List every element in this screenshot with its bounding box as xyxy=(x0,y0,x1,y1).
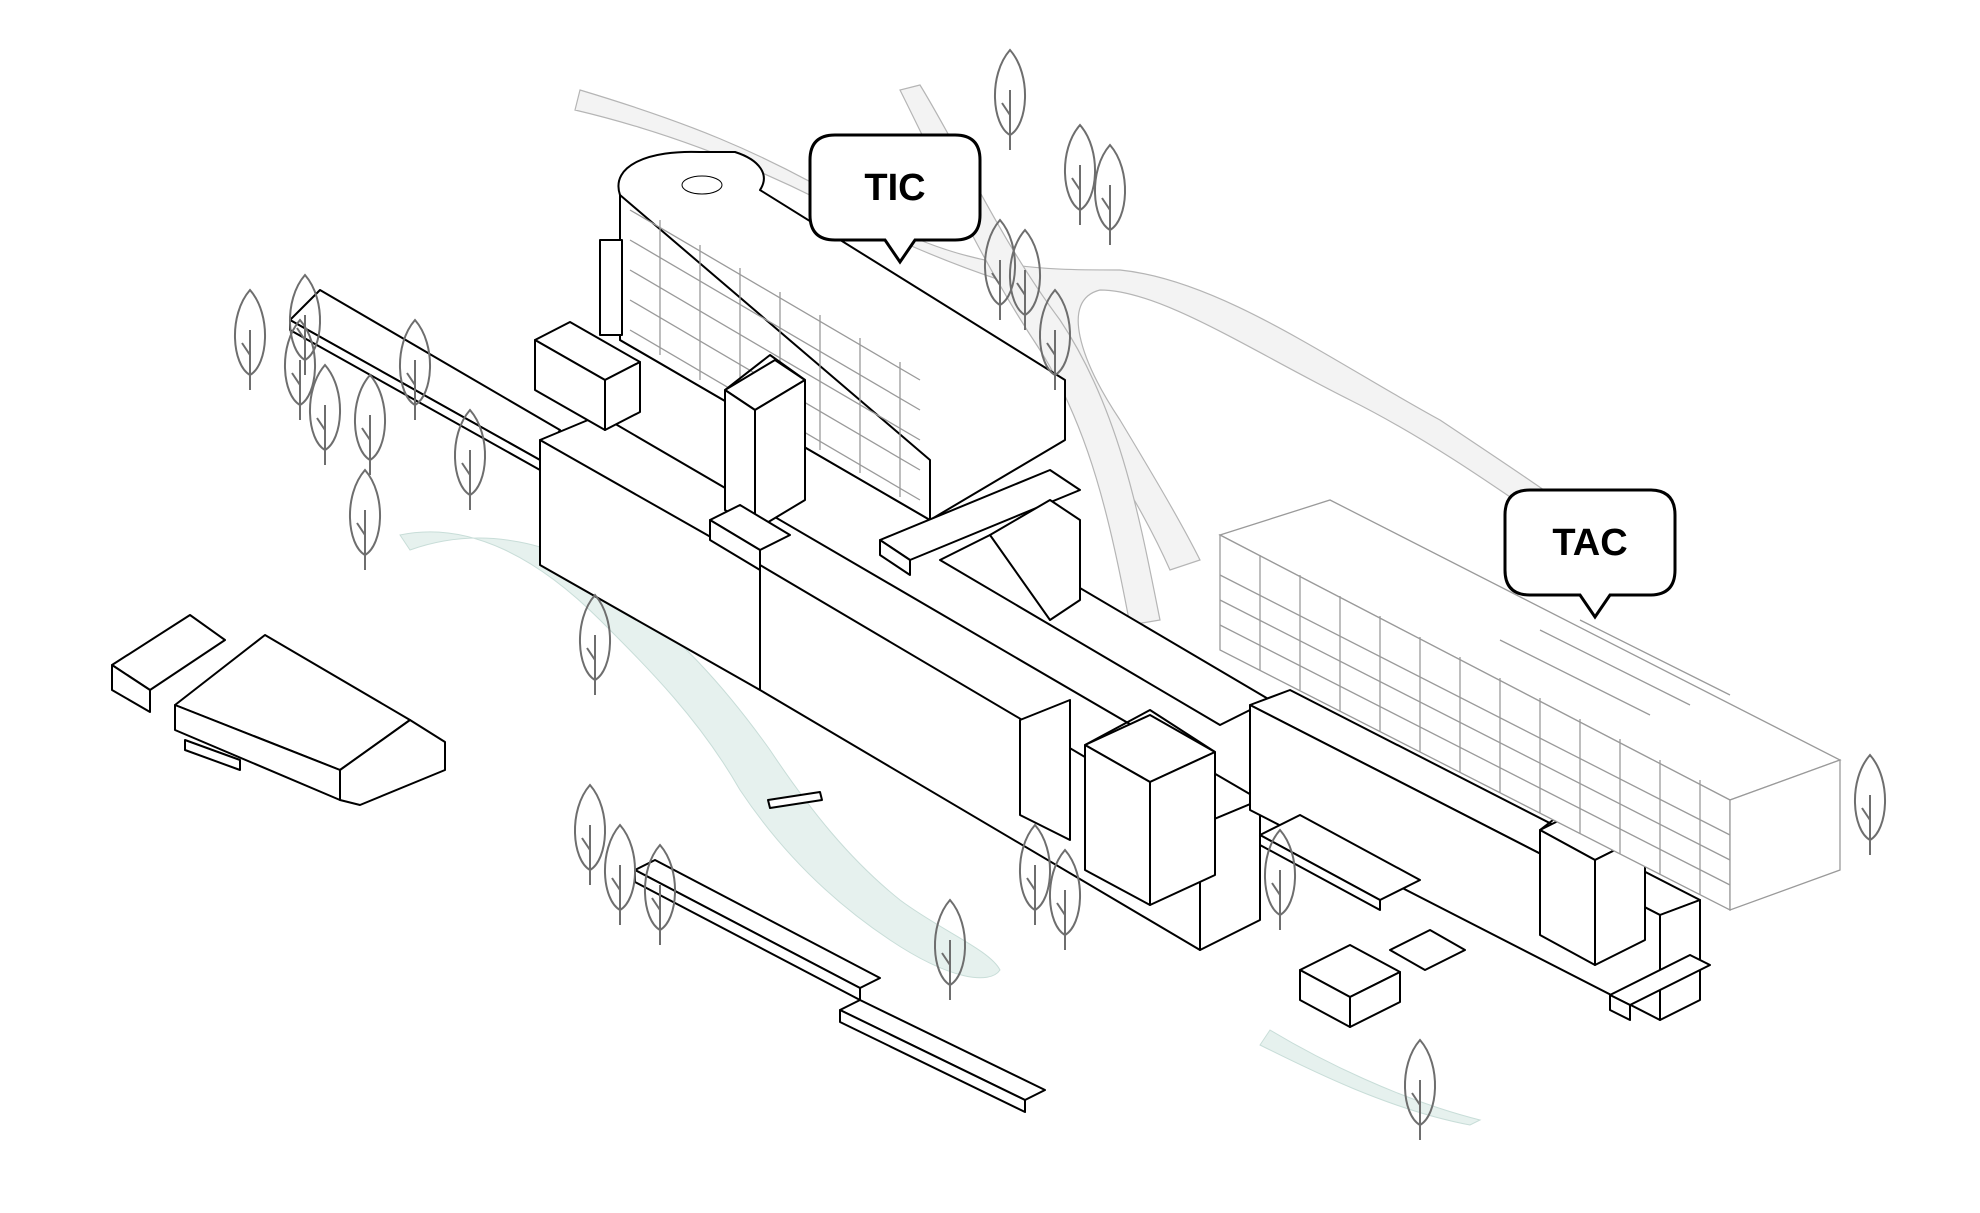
long-sheds xyxy=(634,859,1046,1113)
footbridge xyxy=(767,791,823,809)
tac-building xyxy=(1218,499,1842,912)
tree-icon xyxy=(1403,1039,1437,1141)
gatehouse-tower xyxy=(1019,699,1216,906)
tree-icon xyxy=(603,824,637,926)
left-covered-walkway xyxy=(289,289,561,471)
tree-icon xyxy=(1093,144,1127,246)
east-wing xyxy=(1249,689,1701,1021)
middle-building xyxy=(939,499,1271,726)
tree-icon xyxy=(573,784,607,886)
tac-callout: TAC xyxy=(1503,488,1677,620)
tic-callout: TIC xyxy=(808,133,982,265)
tic-label: TIC xyxy=(864,167,925,209)
houses-southeast xyxy=(1259,814,1711,1028)
tree-icon xyxy=(233,289,267,391)
houses-southwest xyxy=(111,614,446,806)
tac-label: TAC xyxy=(1552,522,1627,564)
tree-icon xyxy=(993,49,1027,151)
tree-icon xyxy=(353,374,387,476)
tree-icon xyxy=(348,469,382,571)
tac-facade-grid xyxy=(1219,555,1731,895)
tree-icon xyxy=(1853,754,1887,856)
tree-icon xyxy=(1063,124,1097,226)
small-box-buildings xyxy=(534,321,791,571)
